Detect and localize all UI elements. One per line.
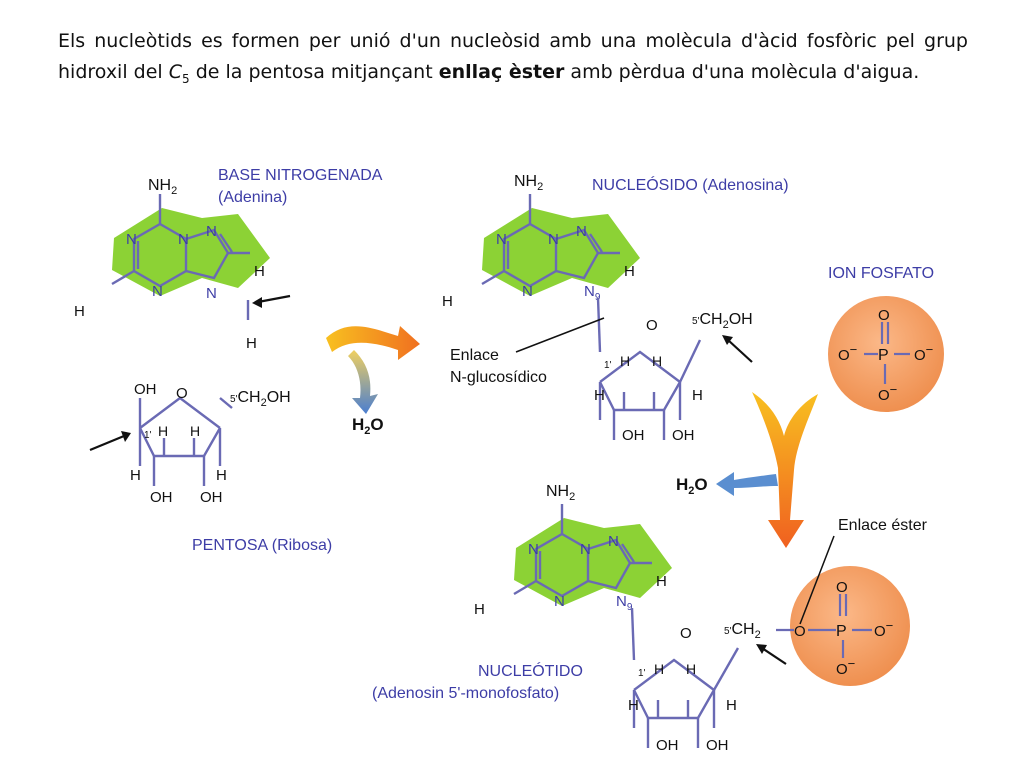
n-glyco-label-2: N-glucosídico [450, 369, 547, 386]
svg-text:OH: OH [200, 489, 223, 506]
nucleotide-base-structure: NH2 N N N N N9 H H [474, 483, 674, 618]
svg-text:OH: OH [134, 381, 157, 398]
phosphate-ion: O P O− O− O− [828, 296, 944, 412]
nh2-label: NH2 [148, 177, 177, 197]
svg-text:H: H [652, 353, 662, 369]
svg-text:H: H [594, 387, 605, 404]
svg-text:O: O [836, 579, 848, 596]
svg-text:OH: OH [706, 737, 729, 754]
c5-pointer-arrow [722, 335, 753, 363]
water-label-2: H2O [676, 475, 708, 497]
svg-text:O: O [878, 307, 890, 324]
svg-text:O−: O− [914, 342, 933, 364]
svg-text:H: H [656, 573, 667, 590]
svg-text:O: O [680, 625, 692, 642]
svg-text:5'CH2: 5'CH2 [724, 621, 761, 641]
c-subscript: 5 [182, 71, 190, 86]
reaction-arrow-1 [326, 326, 420, 414]
svg-text:1': 1' [638, 668, 646, 679]
svg-text:OH: OH [622, 427, 645, 444]
water-label-1: H2O [352, 415, 384, 437]
intro-text-2: de la pentosa mitjançant [189, 61, 439, 83]
svg-text:N: N [152, 283, 163, 300]
svg-text:O−: O− [838, 342, 857, 364]
nucleotide-ribose-structure: O H H H 1' OH OH H 5'CH2 [628, 621, 761, 754]
bold-term: enllaç èster [438, 61, 565, 83]
intro-paragraph: Els nucleòtids es formen per unió d'un n… [58, 26, 968, 95]
nucleotide-label: NUCLEÓTIDO [478, 661, 583, 680]
nucleoside-base-structure: NH2 N N N N N9 H H [442, 173, 642, 310]
svg-text:H: H [216, 467, 227, 484]
intro-text-3: amb pèrdua d'una molècula d'aigua. [564, 61, 920, 83]
svg-text:N: N [206, 285, 217, 302]
svg-text:N: N [554, 593, 565, 610]
svg-text:N: N [126, 231, 137, 248]
intro-text-1: Els nucleòtids es formen per unió d'un n… [58, 30, 968, 83]
svg-text:O: O [176, 385, 188, 402]
n9-pointer-arrow [252, 294, 291, 308]
reaction-arrow-2 [716, 392, 818, 548]
phosphate-ion-label: ION FOSFATO [828, 265, 934, 282]
svg-text:O−: O− [836, 656, 855, 678]
svg-text:N: N [608, 533, 619, 550]
svg-text:H: H [628, 697, 639, 714]
svg-text:N: N [580, 541, 591, 558]
adenine-base-structure: NH2 N N N N N H H H [74, 177, 272, 352]
svg-text:O−: O− [874, 618, 893, 640]
svg-text:H: H [254, 263, 265, 280]
ribose-structure: OH OH O H OH OH H H H 1' 5'CH2OH [130, 381, 291, 506]
c1-pointer-arrow [89, 431, 131, 452]
ester-leader [799, 535, 835, 625]
svg-text:N9: N9 [616, 593, 633, 613]
svg-text:H: H [692, 387, 703, 404]
c-letter: C [168, 61, 183, 83]
svg-text:N: N [206, 223, 217, 240]
ch2oh-label: 5'CH2OH [230, 389, 291, 409]
svg-text:1': 1' [604, 360, 612, 371]
svg-text:O: O [794, 623, 806, 640]
svg-text:N: N [522, 283, 533, 300]
svg-text:H: H [74, 303, 85, 320]
n-glyco-leader [515, 317, 605, 353]
n-glyco-label-1: Enlace [450, 347, 499, 364]
pentose-label: PENTOSA (Ribosa) [192, 537, 332, 554]
svg-text:H: H [624, 263, 635, 280]
nucleotide-sublabel: (Adenosin 5'-monofosfato) [372, 685, 559, 702]
svg-text:H: H [474, 601, 485, 618]
svg-text:O−: O− [878, 382, 897, 404]
svg-text:NH2: NH2 [514, 173, 543, 193]
svg-text:OH: OH [672, 427, 695, 444]
svg-text:H: H [442, 293, 453, 310]
svg-text:5'CH2OH: 5'CH2OH [692, 311, 753, 331]
nucleotide-phosphate-group: O O P O− O− [776, 566, 910, 686]
svg-text:H: H [620, 353, 630, 369]
nucleoside-ribose-structure: O H H H 1' OH OH H 5'CH2OH [594, 311, 753, 444]
svg-text:H: H [246, 335, 257, 352]
svg-text:H: H [654, 661, 664, 677]
svg-text:N: N [548, 231, 559, 248]
svg-text:H: H [686, 661, 696, 677]
svg-text:P: P [878, 347, 889, 364]
svg-text:N: N [496, 231, 507, 248]
svg-text:OH: OH [150, 489, 173, 506]
svg-text:H: H [726, 697, 737, 714]
svg-text:OH: OH [656, 737, 679, 754]
svg-text:N: N [178, 231, 189, 248]
svg-text:O: O [646, 317, 658, 334]
base-title: BASE NITROGENADA [218, 167, 383, 184]
svg-text:1': 1' [144, 430, 152, 441]
nucleoside-label: NUCLEÓSIDO (Adenosina) [592, 175, 789, 194]
svg-text:H: H [130, 467, 141, 484]
svg-text:N9: N9 [584, 283, 601, 303]
svg-text:H: H [158, 423, 168, 439]
svg-text:N: N [528, 541, 539, 558]
svg-text:P: P [836, 623, 847, 640]
svg-text:H: H [190, 423, 200, 439]
ester-pointer-arrow [756, 644, 787, 665]
base-subtitle: (Adenina) [218, 189, 287, 206]
ester-bond-label: Enlace éster [838, 517, 928, 534]
svg-text:N: N [576, 223, 587, 240]
svg-text:NH2: NH2 [546, 483, 575, 503]
